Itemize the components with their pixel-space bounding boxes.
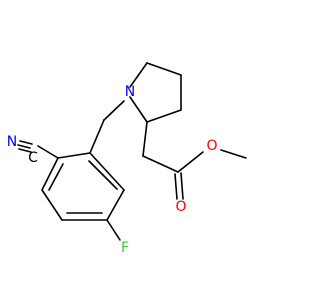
atom-o-ester: O [206, 138, 217, 154]
bond-c5-n [129, 62, 148, 88]
bond-oester-ch3 [220, 149, 247, 159]
bond-c4-c5 [146, 62, 182, 76]
bond-ch2-ar1 [89, 119, 105, 154]
bond-c2-c3 [146, 109, 182, 123]
bond-ar2-ar3-inner [48, 163, 64, 191]
structure-canvas: N N C F O O [7, 62, 247, 256]
bond-ar6-ar1 [89, 152, 125, 191]
bond-cester-ocarbonyl-1 [174, 173, 178, 200]
atom-f: F [121, 240, 129, 256]
atom-labels: N N C F O O [7, 84, 218, 256]
bond-triple-2 [17, 144, 31, 149]
bond-ar3-ar4 [41, 189, 63, 221]
bond-ar5-ar6 [106, 189, 125, 221]
bond-ar2-ar3 [41, 157, 59, 191]
bonds [17, 62, 247, 241]
bond-triple-1 [19, 140, 33, 145]
bond-triple-3 [18, 148, 32, 153]
bond-n-c2 [129, 96, 148, 123]
bond-c2-ch2 [142, 121, 148, 157]
atom-n-ring: N [125, 84, 135, 100]
bond-ar2-cnitrile [37, 145, 59, 159]
bond-cester-ocarbonyl-2 [180, 172, 184, 200]
bond-cester-oester [177, 151, 204, 173]
bond-n-ch2 [103, 100, 125, 121]
bond-ar6-ar1-inner [88, 160, 118, 190]
bond-ch2-cester [142, 155, 179, 173]
molecule-diagram: N N C F O O [7, 62, 247, 256]
bond-ar1-ar2 [57, 152, 91, 159]
bond-ar5-f [106, 219, 121, 241]
atom-n-nitrile: N [7, 134, 17, 150]
atom-c-nitrile: C [28, 150, 38, 166]
atom-o-carbonyl: O [175, 199, 186, 215]
